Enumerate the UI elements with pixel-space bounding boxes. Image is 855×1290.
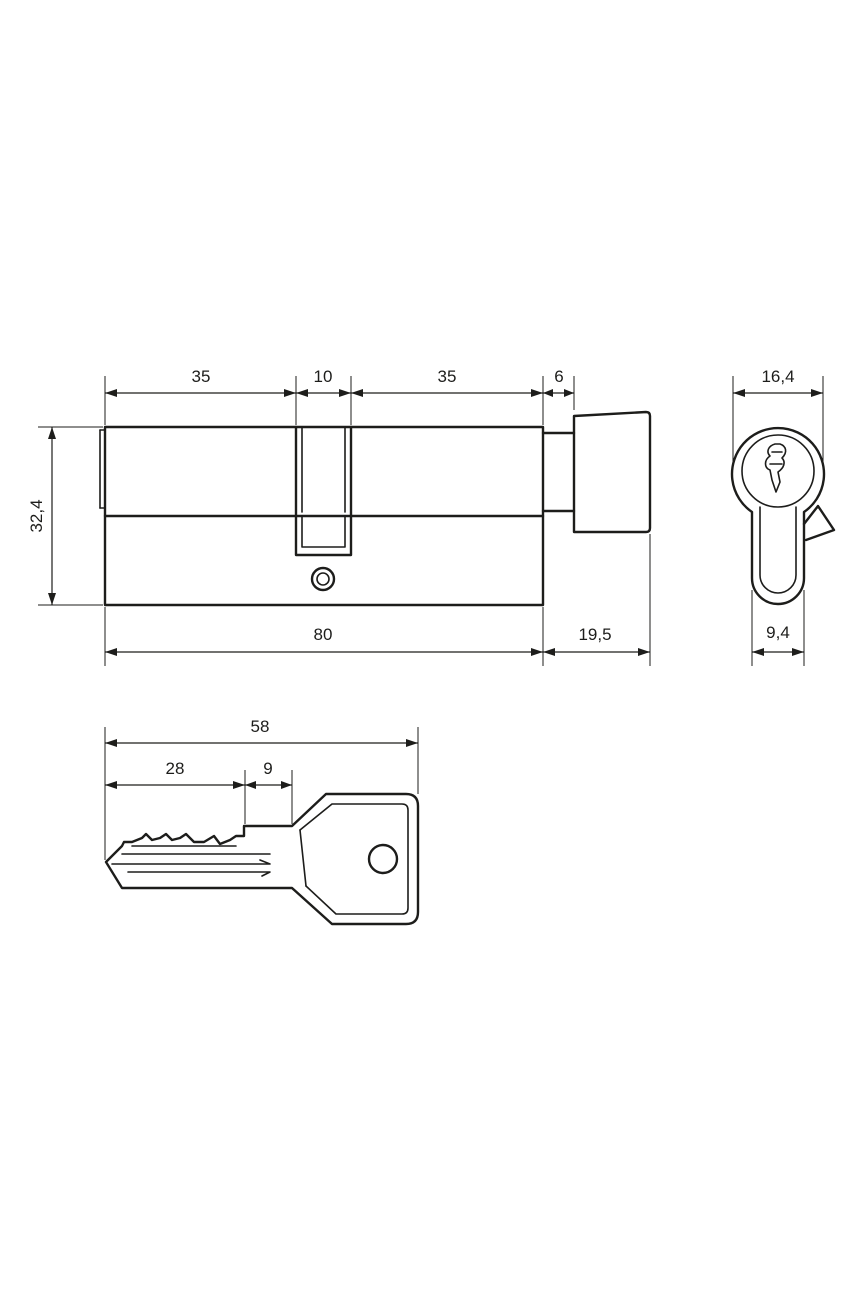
cam-slot (294, 425, 353, 557)
keyway-icon (764, 443, 787, 493)
dim-profile-width-bottom: 9,4 (766, 623, 790, 642)
dim-knob-length: 19,5 (578, 625, 611, 644)
dim-height: 32,4 (27, 499, 46, 532)
dim-profile-width-top: 16,4 (761, 367, 794, 386)
profile-plug (741, 434, 815, 508)
key-bow-inner (299, 803, 409, 915)
dim-key-blade: 28 (166, 759, 185, 778)
key-blade-groove (111, 845, 271, 877)
profile-cam-tab (802, 504, 836, 542)
dim-length-left: 35 (192, 367, 211, 386)
profile-outline (730, 426, 826, 606)
knob-shaft (541, 431, 576, 513)
thumb-turn-knob (572, 410, 652, 534)
key-outline (104, 792, 420, 926)
cylinder-side-view (99, 410, 652, 607)
cylinder-profile-view: 16,4 9,4 (730, 367, 836, 666)
cylinder-dimensions: 35 10 35 6 32,4 80 (27, 367, 651, 666)
dim-key-length: 58 (251, 717, 270, 736)
key-bow-hole (367, 843, 399, 875)
dim-cam-width: 10 (314, 367, 333, 386)
key-drawing (104, 792, 420, 926)
cam-lever (301, 426, 346, 548)
dim-knob-gap: 6 (554, 367, 563, 386)
dim-key-shoulder: 9 (263, 759, 272, 778)
cylinder-body-outline (103, 425, 545, 607)
dim-length-right: 35 (438, 367, 457, 386)
dim-total-length: 80 (314, 625, 333, 644)
key-dimensions: 58 28 9 (104, 717, 419, 860)
fixing-screw-hole (310, 566, 336, 592)
